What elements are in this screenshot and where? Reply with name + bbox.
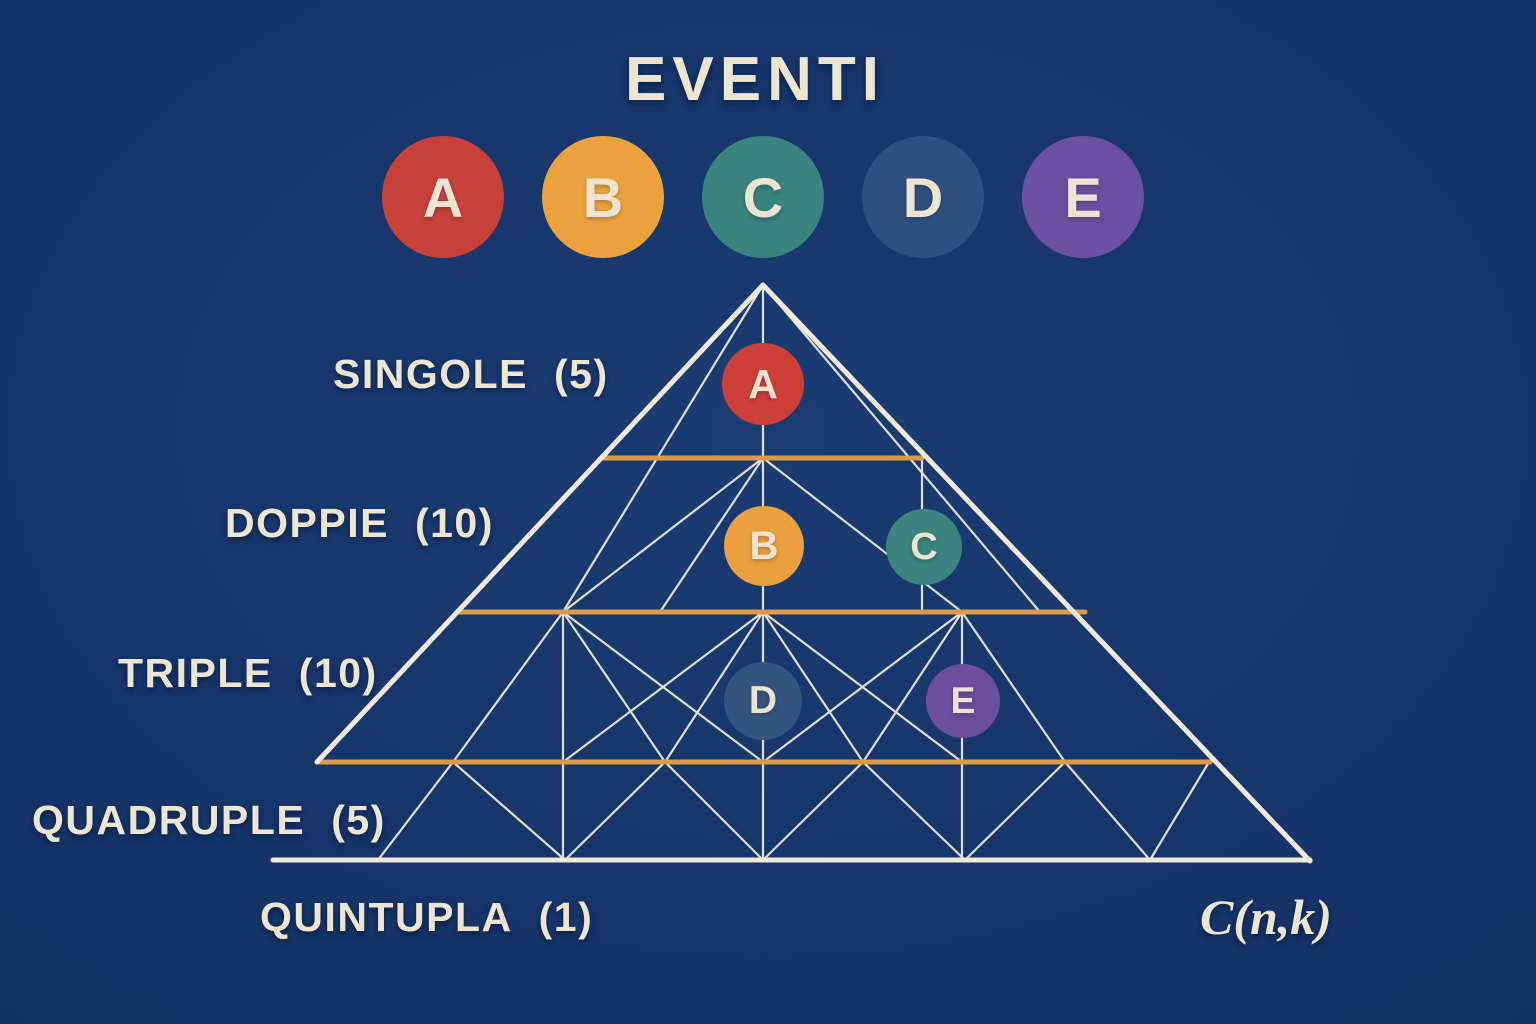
- triangle-outline: [270, 282, 1313, 864]
- node-letter: C: [910, 525, 938, 568]
- combination-formula: C(n,k): [1200, 889, 1332, 945]
- event-letter: E: [1064, 165, 1102, 229]
- page-title: EVENTI: [625, 45, 885, 114]
- row-label-quadruple: QUADRUPLE (5): [32, 797, 386, 844]
- event-circle-c: C: [702, 136, 824, 258]
- event-circle-b: B: [542, 136, 664, 258]
- event-circle-a: A: [382, 136, 504, 258]
- row-label-doppie: DOPPIE (10): [225, 500, 494, 547]
- node-letter: A: [748, 360, 778, 407]
- row-label-text: SINGOLE: [333, 351, 529, 397]
- pyramid-node-d: D: [724, 662, 802, 740]
- event-circle-e: E: [1022, 136, 1144, 258]
- row-label-quintupla: QUINTUPLA (1): [260, 894, 593, 941]
- row-label-text: QUADRUPLE: [32, 797, 306, 843]
- event-circle-d: D: [862, 136, 984, 258]
- row-combination-count: (5): [331, 797, 386, 843]
- pyramid-node-c: C: [886, 509, 962, 585]
- event-letter: C: [742, 165, 784, 229]
- pyramid-node-e: E: [926, 664, 1000, 738]
- row-label-singole: SINGOLE (5): [333, 351, 609, 398]
- node-letter: D: [748, 679, 778, 722]
- row-combination-count: (10): [414, 500, 494, 546]
- row-label-text: QUINTUPLA: [260, 894, 513, 940]
- pyramid-node-b: B: [724, 506, 804, 586]
- event-letter: A: [422, 165, 464, 229]
- event-letter: D: [902, 165, 944, 229]
- lattice-lines: [376, 283, 1211, 862]
- pyramid-node-a: A: [722, 343, 804, 425]
- row-label-text: DOPPIE: [225, 500, 389, 546]
- row-label-triple: TRIPLE (10): [118, 650, 378, 697]
- row-label-text: TRIPLE: [118, 650, 273, 696]
- row-combination-count: (1): [538, 894, 594, 940]
- level-divider-lines: [315, 455, 1213, 765]
- row-combination-count: (5): [554, 351, 609, 397]
- row-combination-count: (10): [298, 650, 378, 696]
- event-letter: B: [582, 165, 624, 229]
- node-letter: B: [749, 523, 779, 568]
- node-letter: E: [950, 680, 976, 721]
